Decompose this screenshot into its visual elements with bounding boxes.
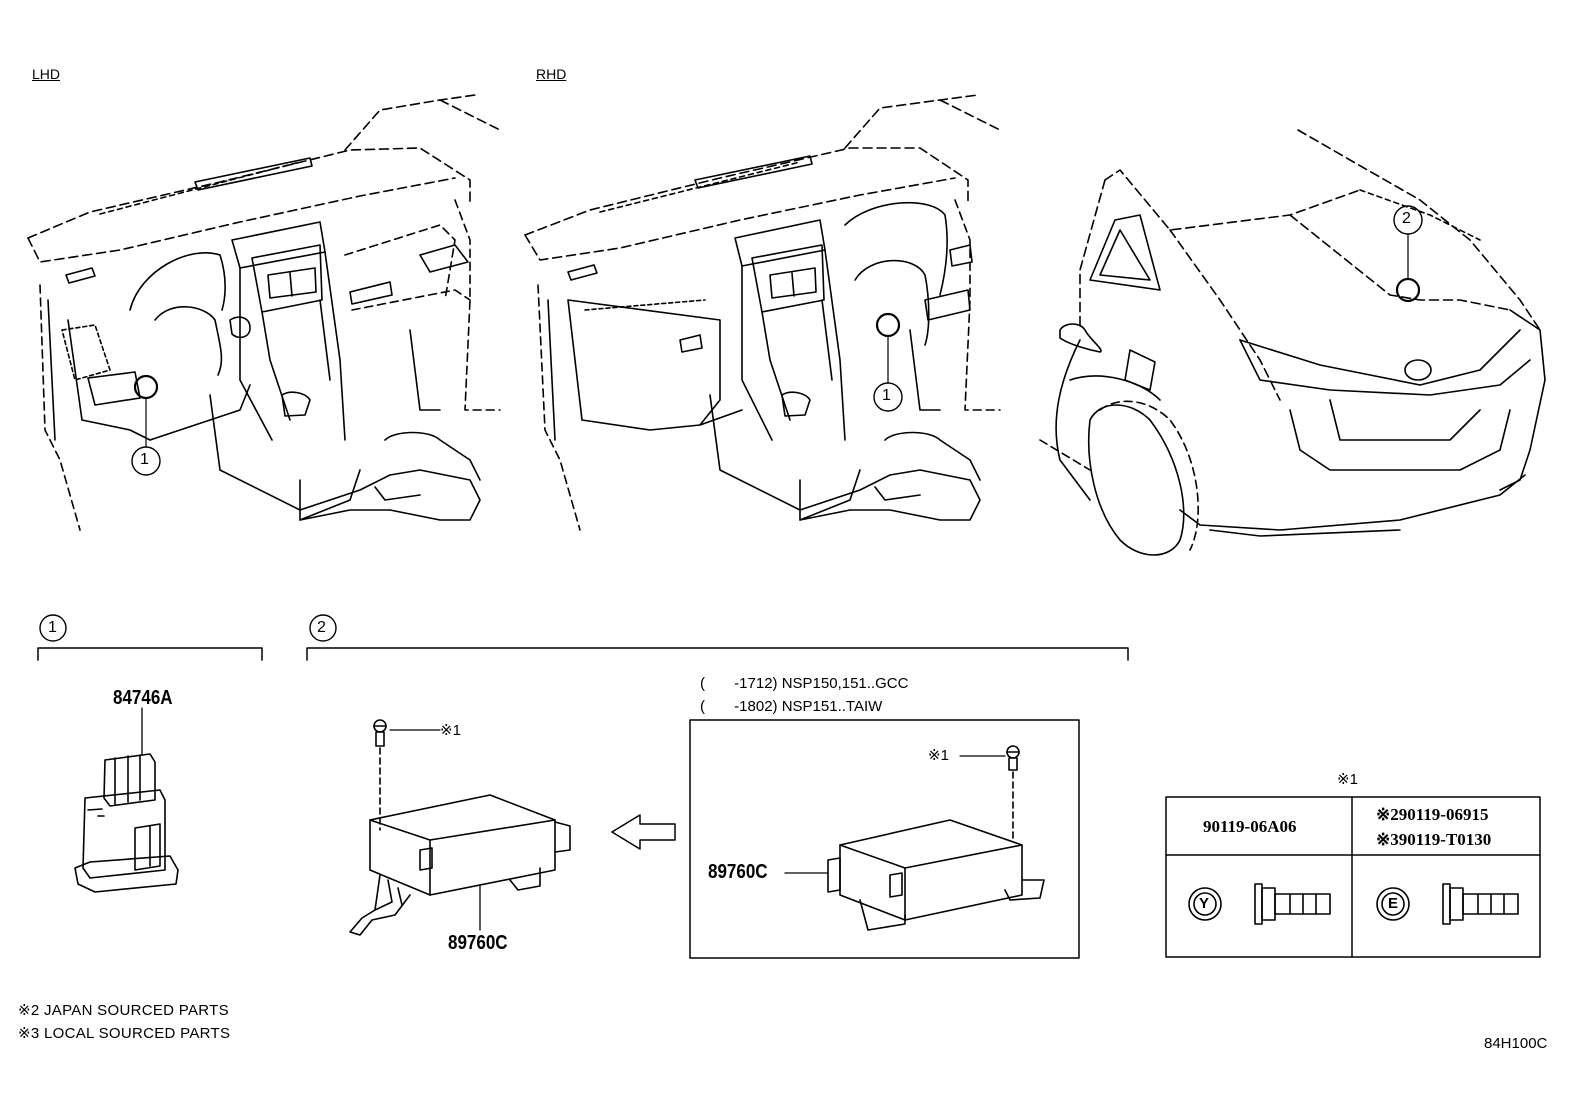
bolt-ref-mark-main: ※1 [440,722,461,739]
bolt-part-number-japan[interactable]: ※290119-06915 [1376,805,1489,824]
part-number-84746a[interactable]: 84746A [113,687,173,709]
direction-arrow [611,814,676,850]
note-local-sourced: ※3 LOCAL SOURCED PARTS [18,1025,231,1042]
module-main-drawing [349,719,571,936]
bolt-part-number-y[interactable]: 90119-06A06 [1203,817,1297,836]
lhd-dashboard-drawing [27,94,501,531]
figure-code: 84H100C [1484,1035,1548,1052]
car-rear-drawing [1039,129,1546,556]
module-inset-drawing [784,745,1045,931]
bolt-head-mark-y: Y [1199,895,1210,912]
rhd-view-label: RHD [536,66,567,82]
part-number-89760c-main[interactable]: 89760C [448,932,508,954]
bolt-e-drawing [1376,883,1519,925]
bolt-table [1165,796,1541,958]
group-callout-2: 2 [317,619,326,636]
bolt-part-number-local[interactable]: ※390119-T0130 [1376,830,1492,849]
bolt-y-drawing [1188,883,1331,925]
lhd-view-label: LHD [32,66,61,82]
inset-applicability-line-2: ( -1802) NSP151..TAIW [700,698,883,715]
group-callout-1: 1 [48,619,57,636]
bolt-table-ref-mark: ※1 [1337,771,1358,788]
lhd-callout-1: 1 [140,451,149,468]
rhd-callout-1: 1 [882,387,891,404]
bolt-ref-mark-inset: ※1 [928,747,949,764]
bolt-head-mark-e: E [1388,895,1399,912]
inset-applicability-line-1: ( -1712) NSP150,151..GCC [700,675,909,692]
note-japan-sourced: ※2 JAPAN SOURCED PARTS [18,1002,229,1019]
group-brackets [37,647,1129,661]
rear-callout-2: 2 [1402,210,1411,227]
inset-box [689,719,1080,959]
switch-84746a-drawing [74,707,179,893]
part-number-89760c-inset[interactable]: 89760C [708,861,768,883]
rhd-dashboard-drawing [524,94,1001,531]
